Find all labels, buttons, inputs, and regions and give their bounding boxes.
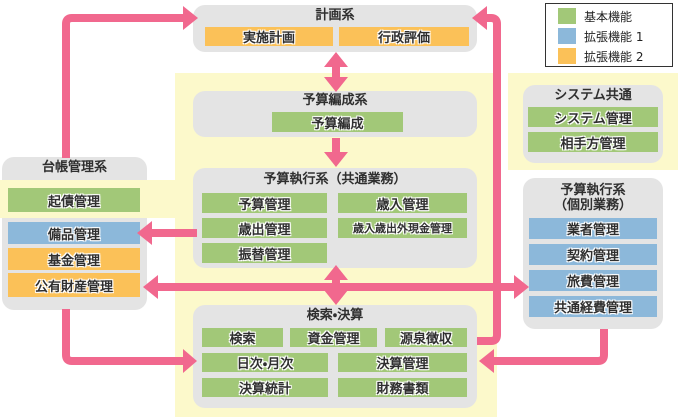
module-system-kanri: システム管理: [528, 107, 658, 127]
module-kisai-kanri: 起債管理: [8, 188, 140, 212]
panel-title-keikaku: 計画系: [315, 8, 355, 23]
panel-title-kensaku-kessan: 検索・決算: [306, 308, 364, 323]
module-gyousha-kanri: 業者管理: [529, 218, 657, 239]
legend-label-basic: 基本機能: [584, 9, 633, 24]
module-ryohi-kanri: 旅費管理: [529, 270, 657, 291]
panel-title-shikkou-kyotsu: 予算執行系（共通業務）: [263, 172, 407, 187]
module-kessan-kanri: 決算管理: [338, 353, 467, 372]
module-gyousei-hyouka: 行政評価: [339, 27, 469, 46]
module-saishutsu-kanri: 歳出管理: [202, 218, 327, 238]
module-shikin-kanri: 資金管理: [290, 328, 377, 347]
legend-label-ext1: 拡張機能 1: [584, 29, 644, 44]
arrow-kobetsu-to-kessan: [479, 329, 608, 373]
panel-title-shikkou-kobetsu: 予算執行系 （個別業務）: [553, 183, 632, 213]
legend-swatch-basic: [558, 8, 576, 24]
module-sainyuu-saishutsu-gai-genkin-kanri: 歳入歳出外現金管理: [338, 218, 467, 238]
legend: 基本機能 拡張機能 1 拡張機能 2: [545, 3, 673, 67]
module-zaimu-shorui: 財務書類: [338, 378, 467, 397]
legend-swatch-ext1: [558, 28, 576, 44]
module-yosan-hensei: 予算編成: [272, 112, 403, 132]
module-nichiji-getsuji: 日次・月次: [202, 353, 328, 372]
legend-label-ext2: 拡張機能 2: [584, 49, 644, 64]
module-furikae-kanri: 振替管理: [202, 243, 327, 263]
module-bihin-kanri: 備品管理: [8, 222, 140, 244]
panel-title-system-kyotsu: システム共通: [554, 88, 632, 103]
module-jisshi-keikaku: 実施計画: [205, 27, 333, 46]
legend-row-ext1: 拡張機能 1: [558, 26, 672, 46]
module-sainyuu-kanri: 歳入管理: [338, 193, 467, 213]
module-gensen-choushuu: 源泉徴収: [385, 328, 467, 347]
panel-title-yosan-hensei: 予算編成系: [302, 93, 368, 108]
panel-title-daicho-kanri: 台帳管理系: [41, 160, 107, 175]
legend-row-basic: 基本機能: [558, 6, 672, 26]
module-kensaku: 検索: [202, 328, 283, 347]
module-kikin-kanri: 基金管理: [8, 248, 140, 270]
module-yosan-kanri: 予算管理: [202, 193, 327, 213]
legend-row-ext2: 拡張機能 2: [558, 46, 672, 66]
module-keiyaku-kanri: 契約管理: [529, 244, 657, 265]
module-kouyuu-zaisan-kanri: 公有財産管理: [8, 273, 140, 297]
module-kyoutsuu-keihi-kanri: 共通経費管理: [529, 296, 657, 317]
legend-swatch-ext2: [558, 48, 576, 64]
module-aitekata-kanri: 相手方管理: [528, 132, 658, 152]
module-kessan-toukei: 決算統計: [202, 378, 328, 397]
